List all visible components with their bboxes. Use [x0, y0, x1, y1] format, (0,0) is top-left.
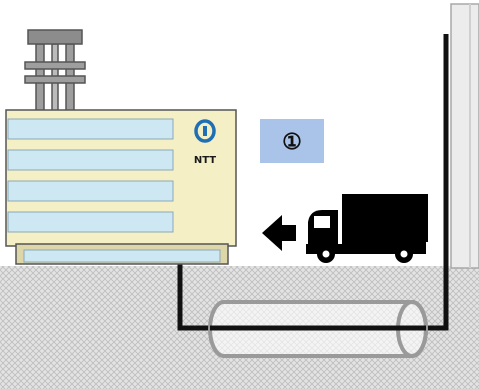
arrow-left-icon: [262, 215, 296, 251]
building-window: [7, 211, 174, 233]
utility-pole: [450, 3, 479, 269]
rooftop-tower: [24, 29, 86, 113]
ntt-logo-text: NTT: [194, 155, 216, 166]
building-window: [7, 149, 174, 171]
ntt-logo-icon: [194, 119, 216, 143]
ntt-building: [5, 109, 237, 265]
building-window: [7, 180, 174, 202]
building-window: [7, 118, 174, 140]
step-badge-label: ①: [282, 129, 302, 155]
step-badge: ①: [260, 119, 324, 163]
truck-icon: [306, 194, 428, 263]
